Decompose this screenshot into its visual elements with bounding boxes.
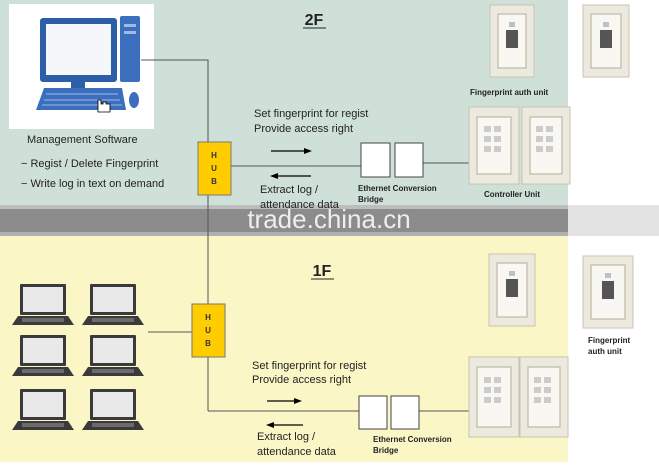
floor1-hub-letter-h: H (205, 313, 211, 322)
floor1-bridge-label-1: Ethernet Conversion (373, 435, 452, 444)
floor2-arrow-right (271, 148, 312, 154)
floor2-auth-label: Fingerprint auth unit (470, 88, 549, 97)
floor2-arrow-left (270, 173, 311, 179)
side-auth-label-1: Fingerprint (588, 336, 631, 345)
floor-divider (0, 205, 568, 236)
floor2-auth-unit-icon (489, 4, 535, 78)
feature-1: − Regist / Delete Fingerprint (21, 158, 158, 170)
floor1-set-text-1: Set fingerprint for regist (252, 360, 366, 372)
watermark: trade.china.cn (247, 204, 410, 234)
floor2-bridge-label-2: Bridge (358, 195, 384, 204)
floor1-set-text-2: Provide access right (252, 374, 351, 386)
floor2-hub-letter-b: B (211, 177, 217, 186)
laptop-icon (82, 335, 144, 376)
side-auth-unit-2f-icon (582, 4, 630, 78)
floor1-label: 1F (313, 263, 332, 280)
floor2-bridge-box-1 (360, 142, 391, 178)
floor1-hub-letter-b: B (205, 339, 211, 348)
controller-label: Controller Unit (484, 190, 540, 199)
feature-2: − Write log in text on demand (21, 178, 164, 190)
side-auth-label-2: auth unit (588, 347, 622, 356)
floor1-hub (191, 303, 226, 358)
floor2-extract-text-1: Extract log / (260, 184, 319, 196)
floor1-hub-letter-u: U (205, 326, 211, 335)
floor2-set-text-2: Provide access right (254, 123, 353, 135)
floor1-arrow-left (266, 422, 303, 428)
floor2-hub-letter-u: U (211, 164, 217, 173)
laptop-icon (12, 284, 74, 325)
laptop-grid (12, 284, 144, 430)
floor2-label: 2F (305, 12, 324, 29)
management-pc-icon (9, 4, 154, 129)
laptop-icon (82, 284, 144, 325)
floor1-bridge-label-2: Bridge (373, 446, 399, 455)
floor1-auth-unit-icon (488, 253, 536, 327)
floor1-extract-text-2: attendance data (257, 446, 337, 458)
floor1-bridge-box-2 (390, 395, 420, 430)
floor2-hub-letter-h: H (211, 151, 217, 160)
floor2-hub (197, 141, 232, 196)
laptop-icon (12, 335, 74, 376)
laptop-icon (12, 389, 74, 430)
floor1-extract-text-1: Extract log / (257, 431, 316, 443)
floor2-set-text-1: Set fingerprint for regist (254, 108, 368, 120)
floor1-controller-unit-icon (468, 356, 569, 438)
floor2-bridge-label-1: Ethernet Conversion (358, 184, 437, 193)
floor1-bridge-box-1 (358, 395, 388, 430)
floor1-arrow-right (267, 398, 302, 404)
side-auth-unit-1f-icon (582, 255, 634, 329)
software-label: Management Software (27, 134, 138, 146)
laptop-icon (82, 389, 144, 430)
floor2-controller-unit-icon (468, 106, 571, 185)
floor2-bridge-box-2 (394, 142, 424, 178)
floor2-extract-text-2: attendance data (260, 199, 340, 211)
